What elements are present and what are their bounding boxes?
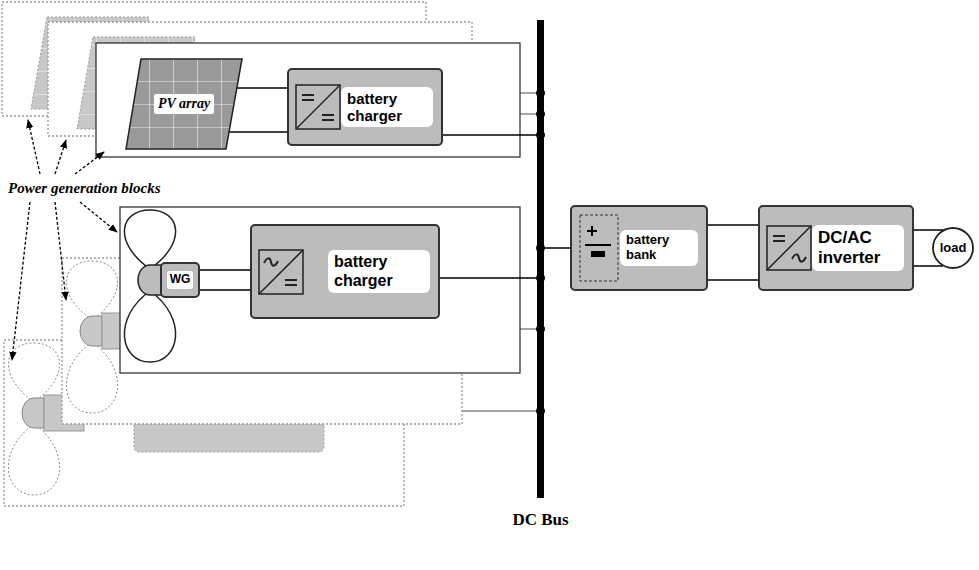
- inverter-box-symbol: [766, 225, 812, 271]
- pointer-arrow: [12, 202, 30, 360]
- battery-box-symbol: [587, 226, 597, 236]
- node-label: WG: [167, 271, 194, 289]
- pointer-arrow: [75, 152, 104, 174]
- inverter-box-symbol: [767, 226, 811, 270]
- load-circle-symbol: [933, 228, 973, 268]
- charger-box-symbol: [296, 85, 340, 129]
- battery-box-symbol: [585, 244, 611, 246]
- node-label: DC/AC inverter: [812, 225, 904, 270]
- wire: [236, 87, 289, 89]
- inverter-box-symbol: [767, 226, 811, 270]
- node-label: load: [940, 241, 967, 256]
- charger-box-symbol: [296, 85, 340, 129]
- inverter-box-symbol: [773, 236, 785, 241]
- node-label: battery charger: [341, 87, 433, 128]
- pv-array: PV array: [125, 58, 243, 150]
- wire-connector: [229, 131, 287, 133]
- charger-box-symbol: [259, 250, 303, 294]
- battery-box: battery bank: [570, 205, 708, 291]
- pointer-arrow: [55, 202, 66, 300]
- charger-box: battery charger: [287, 68, 443, 146]
- wind-rotor: [124, 210, 175, 269]
- node-label: PV array: [154, 94, 214, 114]
- wire-connector: [200, 269, 250, 271]
- charger-box-symbol: [302, 95, 334, 120]
- group-label: Power generation blocks: [8, 180, 161, 197]
- node-label: battery bank: [620, 230, 698, 266]
- pointer-arrow: [12, 120, 117, 360]
- battery-box-symbol: [578, 213, 620, 283]
- wire-connector: [443, 134, 537, 136]
- load-circle: load: [932, 227, 974, 269]
- wire-connector: [544, 247, 570, 249]
- power-block-frame: [120, 207, 520, 373]
- charger-box-symbol: [258, 249, 304, 295]
- pointer-arrow: [28, 120, 40, 174]
- charger-box-symbol: [264, 258, 278, 265]
- battery-box-symbol: [580, 215, 618, 281]
- battery-box-symbol: [591, 251, 605, 257]
- pv-array-symbol: [126, 59, 242, 149]
- pointer-arrow: [55, 140, 66, 174]
- wire-connector: [440, 277, 537, 279]
- wire-connector: [708, 224, 758, 226]
- pointer-arrow: [80, 202, 117, 232]
- generator-box: WG: [160, 262, 200, 298]
- node-label: DC Bus: [512, 510, 568, 530]
- node-label: battery charger: [328, 250, 430, 293]
- wire: [200, 289, 252, 291]
- wind-rotor: [124, 291, 175, 362]
- dc-bus: DC Bus: [537, 20, 544, 498]
- charger-box-symbol: [295, 84, 341, 130]
- wind-rotor: [138, 265, 162, 295]
- charger-box-symbol: [285, 280, 297, 285]
- inverter-box: DC/AC inverter: [758, 205, 914, 291]
- charger-box: battery charger: [250, 224, 440, 319]
- power-block-frame: [96, 43, 520, 157]
- wire-connector: [914, 229, 944, 231]
- inverter-box-symbol: [792, 254, 806, 261]
- charger-box-symbol: [259, 250, 303, 294]
